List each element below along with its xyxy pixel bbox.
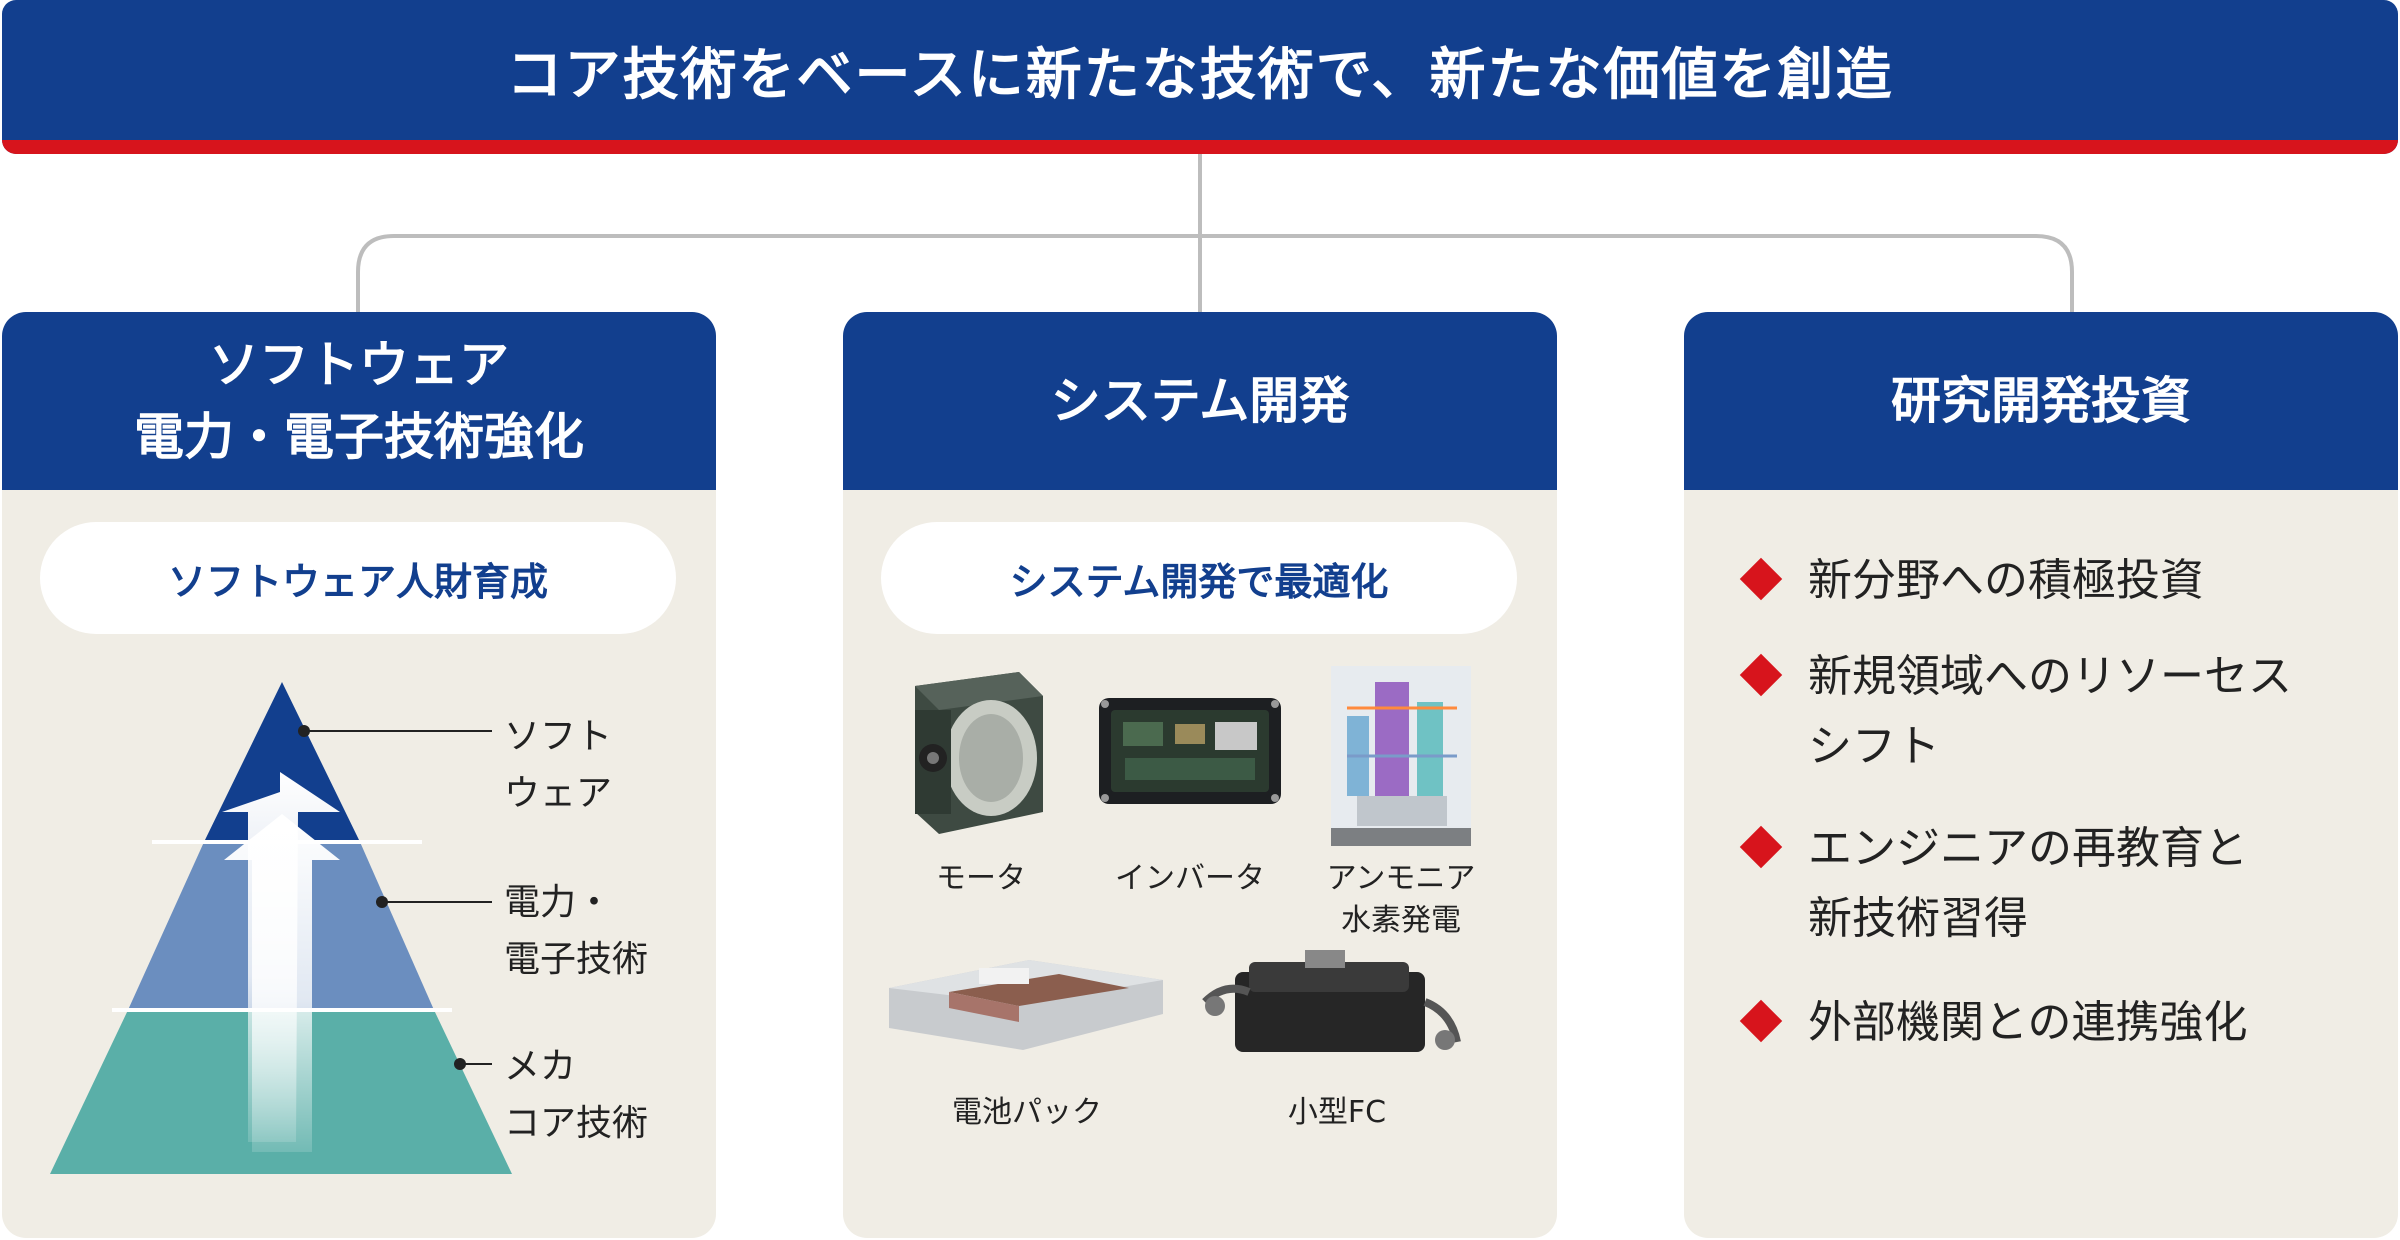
- bullet-item: 新規領域へのリソーセス シフト: [1739, 642, 2366, 782]
- battery-pack-image: [889, 960, 1163, 1050]
- bullet-item: 外部機関との連携強化: [1739, 988, 2366, 1058]
- small-fuel-cell-image: [1202, 950, 1461, 1052]
- caption-small-fc: 小型FC: [1287, 1095, 1387, 1130]
- inverter-image: [1099, 698, 1281, 804]
- ammonia-power-plant-image: [1331, 666, 1471, 846]
- column-system: システム開発 システム開発で最適化: [843, 312, 1557, 1238]
- banner-red-stripe: [2, 140, 2398, 154]
- pyramid-label-software: ソフト ウェア: [504, 716, 613, 814]
- growth-arrow-icon-body: [224, 814, 340, 1152]
- caption-battery-pack: 電池パック: [952, 1095, 1102, 1130]
- column-system-pill: システム開発で最適化: [881, 522, 1517, 634]
- column-software-title-line-2: 電力・電子技術強化: [134, 408, 584, 466]
- diamond-bullet-icon: [1739, 557, 1783, 601]
- connector-branch: [356, 234, 2074, 312]
- bullet-item: エンジニアの再教育と 新技術習得: [1739, 814, 2366, 954]
- diamond-bullet-icon: [1739, 999, 1783, 1043]
- skill-pyramid: [50, 682, 512, 1174]
- column-software-pill: ソフトウェア人財育成: [40, 522, 676, 634]
- column-system-title: システム開発: [1050, 372, 1350, 430]
- diamond-bullet-icon: [1739, 825, 1783, 869]
- banner-title: コア技術をベースに新たな技術で、新たな価値を創造: [506, 42, 1894, 108]
- column-system-header: システム開発: [843, 312, 1557, 490]
- caption-inverter: インバータ: [1115, 861, 1265, 896]
- column-rnd-title: 研究開発投資: [1891, 372, 2191, 430]
- header-banner: コア技術をベースに新たな技術で、新たな価値を創造: [2, 0, 2398, 154]
- diamond-bullet-icon: [1739, 653, 1783, 697]
- pyramid-label-mechanical: メカ コア技術: [504, 1046, 649, 1144]
- connector-lines: [356, 154, 2074, 312]
- caption-motor: モータ: [936, 861, 1026, 896]
- column-software-header: ソフトウェア 電力・電子技術強化: [2, 312, 716, 490]
- column-software-title-line-1: ソフトウェア: [209, 336, 509, 394]
- column-rnd-header: 研究開発投資: [1684, 312, 2398, 490]
- motor-image: [915, 672, 1043, 834]
- column-software: ソフトウェア 電力・電子技術強化 ソフトウェア人財育成 ソフト ウェア 電力・: [2, 312, 716, 1238]
- bullet-item: 新分野への積極投資: [1739, 546, 2366, 616]
- caption-ammonia-power: アンモニア 水素発電: [1326, 861, 1476, 938]
- column-rnd: 研究開発投資 新分野への積極投資 新規領域へのリソーセス シフト エンジニアの再…: [1684, 312, 2398, 1238]
- pyramid-label-electronics: 電力・ 電子技術: [504, 882, 649, 980]
